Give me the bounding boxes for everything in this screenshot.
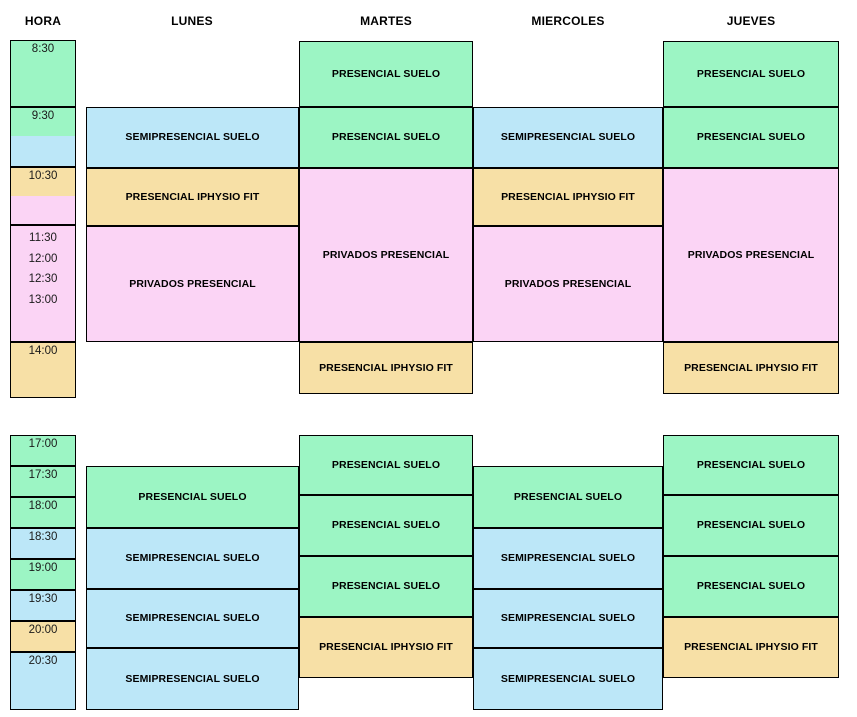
class-block-presencial-suelo[interactable]: PRESENCIAL SUELO: [299, 495, 473, 556]
column-header-miercoles: MIERCOLES: [531, 14, 605, 28]
column-header-martes: MARTES: [360, 14, 412, 28]
hour-cell-1400: 14:00: [10, 342, 76, 398]
hour-label: 14:00: [28, 345, 58, 357]
column-header-jueves: JUEVES: [726, 14, 776, 28]
hour-label: 8:30: [31, 43, 55, 55]
hour-cell-2030: 20:30: [10, 652, 76, 710]
hour-cell-1930: 19:30: [10, 590, 76, 621]
hour-cell-1800: 18:00: [10, 497, 76, 528]
hour-label: 17:30: [28, 469, 58, 481]
hour-cell-0930: 9:30: [10, 107, 76, 167]
class-block-privados-presencial[interactable]: PRIVADOS PRESENCIAL: [473, 226, 663, 342]
hour-label: 19:30: [28, 593, 58, 605]
class-block-privados-presencial[interactable]: PRIVADOS PRESENCIAL: [86, 226, 299, 342]
hour-label: 13:00: [28, 293, 58, 306]
class-block-semipresencial-suelo[interactable]: SEMIPRESENCIAL SUELO: [473, 589, 663, 648]
class-block-presencial-suelo[interactable]: PRESENCIAL SUELO: [86, 466, 299, 528]
class-block-semipresencial-suelo[interactable]: SEMIPRESENCIAL SUELO: [86, 528, 299, 589]
class-block-presencial-suelo[interactable]: PRESENCIAL SUELO: [663, 495, 839, 556]
hour-cell-1130-1300: 11:30 12:00 12:30 13:00: [10, 225, 76, 342]
class-block-semipresencial-suelo[interactable]: SEMIPRESENCIAL SUELO: [473, 528, 663, 589]
hour-cell-1700: 17:00: [10, 435, 76, 466]
hour-cell-0830: 8:30: [10, 40, 76, 107]
hour-label: 9:30: [31, 110, 55, 122]
hour-label: 17:00: [28, 438, 58, 450]
class-block-presencial-iphysio-fit[interactable]: PRESENCIAL IPHYSIO FIT: [663, 617, 839, 678]
hour-label: 12:00: [28, 252, 58, 265]
class-block-presencial-iphysio-fit[interactable]: PRESENCIAL IPHYSIO FIT: [86, 168, 299, 226]
hour-label: 18:30: [28, 531, 58, 543]
hour-label-group: 11:30 12:00 12:30 13:00: [11, 226, 75, 311]
hour-cell-1730: 17:30: [10, 466, 76, 497]
class-block-semipresencial-suelo[interactable]: SEMIPRESENCIAL SUELO: [473, 107, 663, 168]
hour-label: 11:30: [29, 232, 57, 244]
class-block-presencial-iphysio-fit[interactable]: PRESENCIAL IPHYSIO FIT: [299, 342, 473, 394]
hour-cell-2000: 20:00: [10, 621, 76, 652]
hour-cell-1900: 19:00: [10, 559, 76, 590]
hour-label: 12:30: [28, 273, 58, 285]
class-block-presencial-suelo[interactable]: PRESENCIAL SUELO: [473, 466, 663, 528]
hour-label: 18:00: [28, 500, 58, 512]
class-block-presencial-suelo[interactable]: PRESENCIAL SUELO: [299, 435, 473, 495]
class-block-presencial-suelo[interactable]: PRESENCIAL SUELO: [663, 41, 839, 107]
class-block-semipresencial-suelo[interactable]: SEMIPRESENCIAL SUELO: [473, 648, 663, 710]
class-block-presencial-iphysio-fit[interactable]: PRESENCIAL IPHYSIO FIT: [473, 168, 663, 226]
class-block-semipresencial-suelo[interactable]: SEMIPRESENCIAL SUELO: [86, 107, 299, 168]
hour-cell-1030: 10:30: [10, 167, 76, 225]
class-block-presencial-suelo[interactable]: PRESENCIAL SUELO: [299, 556, 473, 617]
hour-cell-1830: 18:30: [10, 528, 76, 559]
column-header-lunes: LUNES: [171, 14, 213, 28]
class-block-semipresencial-suelo[interactable]: SEMIPRESENCIAL SUELO: [86, 589, 299, 648]
hour-label: 20:00: [28, 624, 58, 636]
class-block-presencial-suelo[interactable]: PRESENCIAL SUELO: [299, 107, 473, 168]
class-block-presencial-suelo[interactable]: PRESENCIAL SUELO: [663, 107, 839, 168]
class-block-presencial-suelo[interactable]: PRESENCIAL SUELO: [663, 556, 839, 617]
class-block-semipresencial-suelo[interactable]: SEMIPRESENCIAL SUELO: [86, 648, 299, 710]
hour-label: 20:30: [28, 655, 58, 667]
column-header-hora: HORA: [24, 14, 62, 28]
class-block-privados-presencial[interactable]: PRIVADOS PRESENCIAL: [663, 168, 839, 342]
hour-label: 19:00: [28, 562, 58, 574]
class-block-presencial-suelo[interactable]: PRESENCIAL SUELO: [663, 435, 839, 495]
hour-label: 10:30: [28, 170, 58, 182]
class-block-presencial-iphysio-fit[interactable]: PRESENCIAL IPHYSIO FIT: [663, 342, 839, 394]
class-block-presencial-iphysio-fit[interactable]: PRESENCIAL IPHYSIO FIT: [299, 617, 473, 678]
class-block-presencial-suelo[interactable]: PRESENCIAL SUELO: [299, 41, 473, 107]
class-block-privados-presencial[interactable]: PRIVADOS PRESENCIAL: [299, 168, 473, 342]
